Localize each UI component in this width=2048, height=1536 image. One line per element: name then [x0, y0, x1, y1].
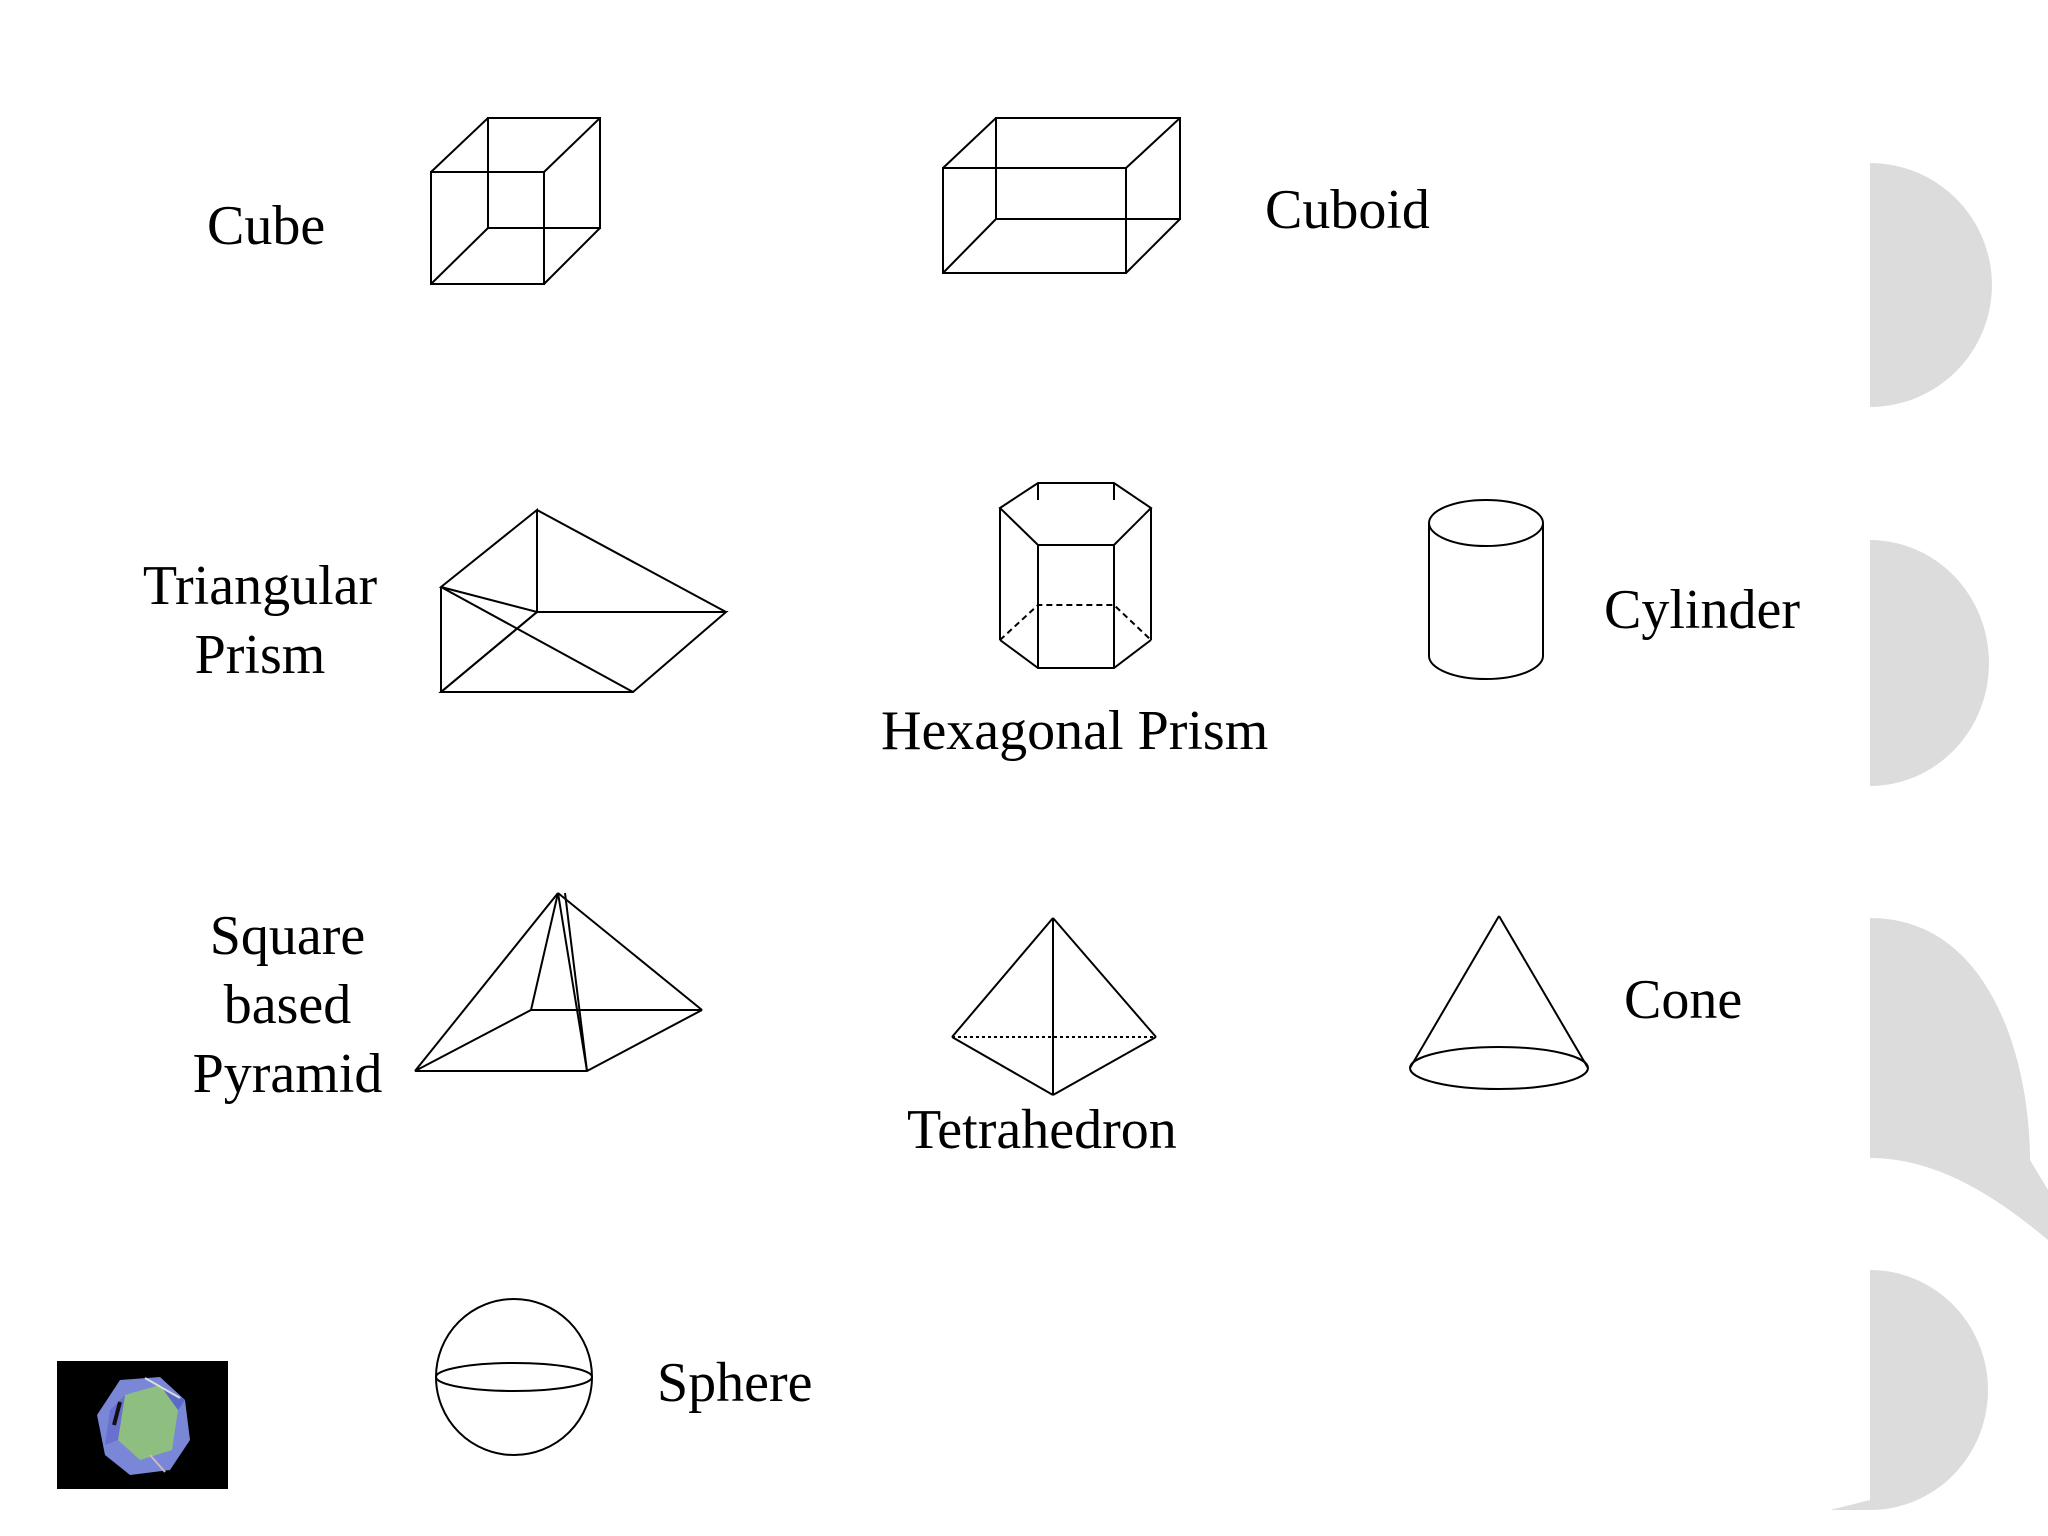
- decorative-arc: [1870, 163, 1992, 407]
- cuboid-label: Cuboid: [1265, 179, 1430, 241]
- triangular-prism-label: Triangular Prism: [142, 555, 378, 686]
- hexagonal-prism-label: Hexagonal Prism: [881, 700, 1269, 762]
- decorative-arc: [1830, 1270, 1988, 1510]
- tetrahedron-label: Tetrahedron: [907, 1099, 1177, 1161]
- decorative-arc: [1870, 540, 1989, 786]
- sphere-label: Sphere: [657, 1352, 813, 1414]
- cone-label: Cone: [1624, 969, 1743, 1031]
- cylinder-label: Cylinder: [1604, 579, 1800, 641]
- decorative-arc: [1870, 918, 2048, 1240]
- cube-label: Cube: [207, 195, 326, 257]
- square-pyramid-label: Square based Pyramid: [192, 905, 383, 1105]
